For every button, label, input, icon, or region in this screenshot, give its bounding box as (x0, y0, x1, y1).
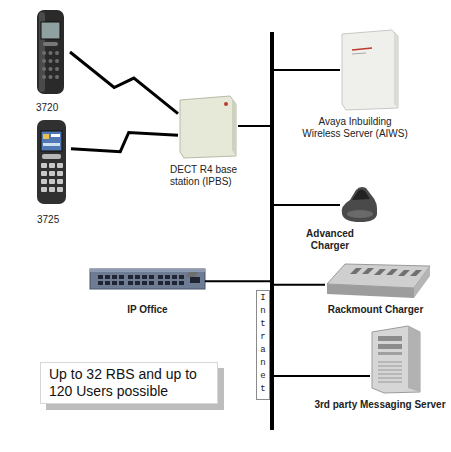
device-label: 3720 (36, 102, 76, 114)
note-box: Up to 32 RBS and up to 120 Users possibl… (40, 362, 218, 404)
tower-server-node: 3rd party Messaging Server (370, 325, 420, 393)
network-link (205, 281, 272, 296)
device-label: Avaya Inbuilding Wireless Server (AIWS) (298, 116, 412, 140)
handset-illustration (37, 10, 64, 94)
charger-illustration (342, 187, 377, 222)
device-label: 3725 (37, 214, 77, 226)
handset-node: 3725 (33, 118, 69, 206)
rack-charger-illustration (186, 264, 430, 298)
vertical-label: Intranet (257, 293, 269, 397)
device-label: DECT R4 base station (IPBS) (170, 164, 262, 188)
intranet-box: Intranet (256, 290, 270, 400)
handset-node: 3720 (32, 8, 68, 96)
network-link (270, 205, 340, 296)
wireless-link (70, 52, 178, 114)
device-label: Rackmount Charger (321, 304, 430, 316)
charger-node: Advanced Charger (340, 183, 378, 223)
note-text: Up to 32 RBS and up to 120 Users possibl… (49, 366, 209, 400)
network-link (270, 70, 340, 296)
device-label: 3rd party Messaging Server (310, 399, 450, 411)
switch-illustration (90, 269, 205, 289)
wireless-link (71, 132, 178, 151)
device-label: IP Office (90, 304, 205, 316)
handset-illustration (37, 120, 66, 204)
network-link (270, 375, 370, 377)
network-link (270, 285, 325, 296)
rack-charger-node: Rackmount Charger (325, 262, 430, 300)
server-node: Avaya Inbuilding Wireless Server (AIWS) (340, 30, 398, 110)
network-link (238, 126, 272, 296)
switch-node: IP Office (90, 268, 205, 290)
server-illustration (342, 30, 398, 110)
device-label: Advanced Charger (300, 228, 360, 252)
tower-server-illustration (372, 326, 420, 393)
base-station-illustration (180, 96, 236, 158)
base-station-node: DECT R4 base station (IPBS) (178, 95, 238, 157)
